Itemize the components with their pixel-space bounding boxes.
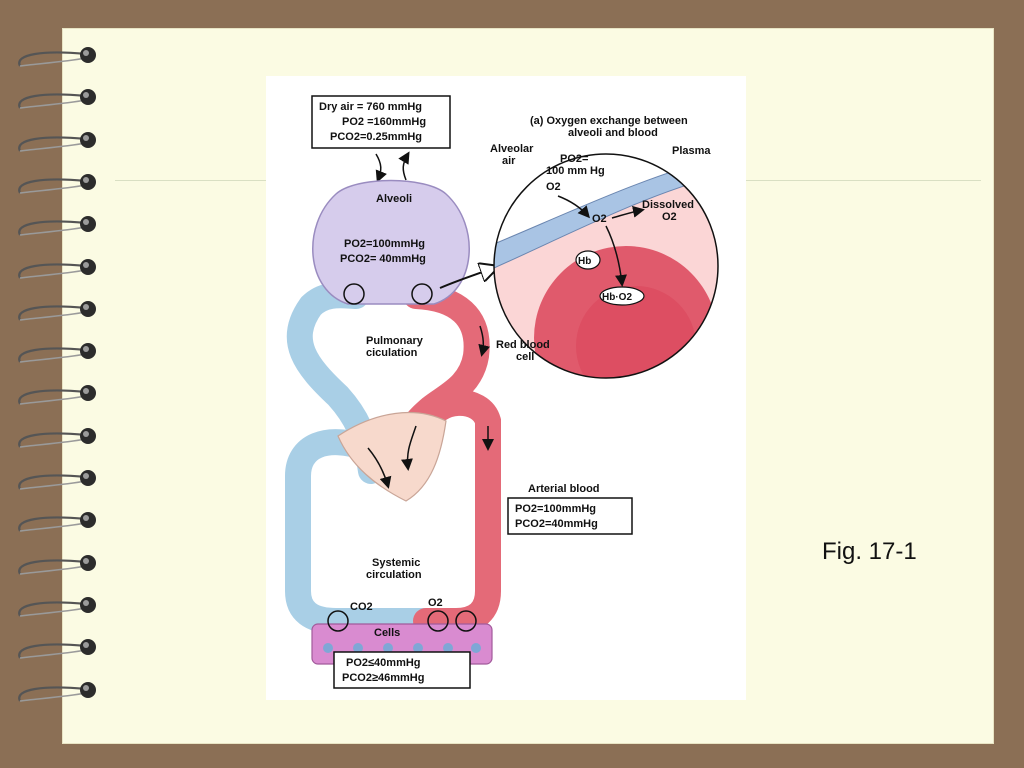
venous-values-box: PO2≤40mmHg PCO2≥46mmHg xyxy=(333,651,471,689)
air-out-arrow xyxy=(398,151,410,181)
zoom-arrow xyxy=(439,268,494,289)
systemic-artery-vessel xyxy=(413,389,501,634)
spiral-ring-icon xyxy=(18,596,96,617)
spiral-ring-icon xyxy=(18,47,96,67)
circulation-figure: Dry air = 760 mmHg PO2 =160mmHg PCO2=0.2… xyxy=(266,76,746,700)
arterial-title: Arterial blood xyxy=(528,483,600,495)
spiral-ring-icon xyxy=(18,427,96,448)
dry-air-po2: PO2 =160mmHg xyxy=(342,116,426,128)
alveoli-sac: Alveoli PO2=100mmHg PCO2= 40mmHg xyxy=(312,179,470,305)
spiral-ring-icon xyxy=(18,639,96,659)
systemic-vein-vessel xyxy=(285,429,439,634)
spiral-ring-icon xyxy=(18,554,96,575)
inset-title-2: alveoli and blood xyxy=(568,127,658,139)
alveoli-po2: PO2=100mmHg xyxy=(344,238,425,250)
spiral-ring-icon xyxy=(18,173,96,194)
spiral-ring-icon xyxy=(18,89,96,110)
inset-title-1: (a) Oxygen exchange between xyxy=(530,115,688,127)
spiral-ring-icon xyxy=(18,470,96,490)
pulmonary-label-1: Pulmonary xyxy=(366,335,424,347)
heart xyxy=(337,411,447,502)
dissolved-label-2: O2 xyxy=(662,211,677,223)
spiral-ring-icon xyxy=(18,343,96,363)
systemic-label-1: Systemic xyxy=(372,557,420,569)
spiral-ring-icon xyxy=(18,216,96,236)
inset-o2-b: O2 xyxy=(592,213,607,225)
cells-co2: CO2 xyxy=(350,601,373,613)
venous-pco2: PCO2≥46mmHg xyxy=(342,672,424,684)
spiral-ring-icon xyxy=(18,385,96,406)
spiral-ring-icon xyxy=(18,512,96,533)
hbo2-label: Hb·O2 xyxy=(602,292,632,303)
alveoli-pco2: PCO2= 40mmHg xyxy=(340,253,426,265)
alveolar-air-label-2: air xyxy=(502,155,516,167)
pulmonary-label-2: ciculation xyxy=(366,347,418,359)
flow-arrow-pulmonary xyxy=(478,325,491,357)
alveolar-air-label-1: Alveolar xyxy=(490,143,534,155)
cells-label: Cells xyxy=(374,627,400,639)
rbc-label-2: cell xyxy=(516,351,534,363)
oxygen-exchange-inset: (a) Oxygen exchange between alveoli and … xyxy=(490,115,719,379)
arterial-po2: PO2=100mmHg xyxy=(515,503,596,515)
spiral-ring-icon xyxy=(18,258,96,279)
air-in-arrow xyxy=(375,153,387,183)
arterial-pco2: PCO2=40mmHg xyxy=(515,518,598,530)
spiral-ring-icon xyxy=(18,681,96,702)
systemic-label-2: circulation xyxy=(366,569,422,581)
dry-air-label: Dry air = 760 mmHg xyxy=(319,101,422,113)
hb-label: Hb xyxy=(578,256,591,267)
dry-air-box: Dry air = 760 mmHg PO2 =160mmHg PCO2=0.2… xyxy=(311,95,451,149)
figure-caption: Fig. 17-1 xyxy=(822,538,917,565)
cells-o2: O2 xyxy=(428,597,443,609)
dissolved-label-1: Dissolved xyxy=(642,199,694,211)
inset-o2-a: O2 xyxy=(546,181,561,193)
venous-po2: PO2≤40mmHg xyxy=(346,657,421,669)
inset-po2-2: 100 mm Hg xyxy=(546,165,605,177)
spiral-ring-icon xyxy=(18,131,96,152)
dry-air-pco2: PCO2=0.25mmHg xyxy=(330,131,422,143)
alveoli-label: Alveoli xyxy=(376,193,412,205)
spiral-ring-icon xyxy=(18,300,96,321)
arterial-blood-box: Arterial blood PO2=100mmHg PCO2=40mmHg xyxy=(507,483,633,535)
circulation-diagram: Dry air = 760 mmHg PO2 =160mmHg PCO2=0.2… xyxy=(285,95,719,689)
rbc-label-1: Red blood xyxy=(496,339,550,351)
plasma-label: Plasma xyxy=(672,145,711,157)
inset-po2-1: PO2= xyxy=(560,153,588,165)
